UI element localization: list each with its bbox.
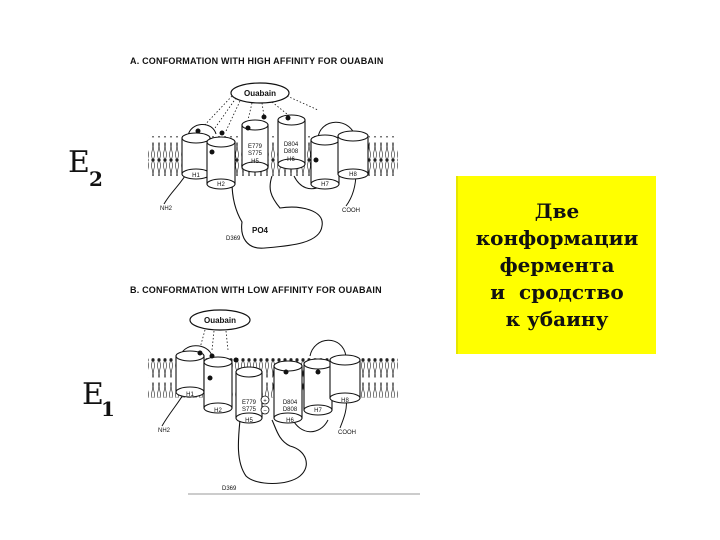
helix-h5 [241,119,269,173]
h6-residue-2: D808 [284,149,299,155]
loop-h7-h8 [309,339,347,357]
h5-residue-2: S775 [242,407,257,413]
c-terminus-label: COOH [338,430,356,436]
caption-line-2: конформации [475,225,639,250]
h5-residue-1: E779 [248,144,263,150]
caption-line-5: к убаину [505,306,609,331]
panel-b-title: B. CONFORMATION WITH LOW AFFINITY FOR OU… [130,285,382,295]
ouabain-label: Ouabain [204,316,236,325]
helix-h1 [175,350,205,398]
h8-label: H8 [341,398,349,404]
h6-residue-2: D808 [283,407,298,413]
panel-a-title: A. CONFORMATION WITH HIGH AFFINITY FOR O… [130,56,384,66]
helix-h6 [273,360,303,424]
caption-box: Две конформации фермента и сродство к уб… [456,176,656,354]
residue-dots [195,114,319,163]
h1-label: H1 [186,392,194,398]
h6-label: H6 [286,418,294,424]
h7-label: H7 [321,182,329,188]
h8-label: H8 [349,172,357,178]
state-label-e1: E [82,377,104,412]
helix-h5 [235,366,263,424]
caption-line-3: фермента [499,252,615,277]
helix-h8 [329,354,361,404]
h6-residue-1: D804 [284,142,299,148]
phosphate-label: PO4 [252,226,269,235]
h7-label: H7 [314,408,322,414]
h1-label: H1 [192,173,200,179]
helix-h7 [303,358,333,416]
n-terminus-label: NH2 [160,206,173,212]
n-terminus-label: NH2 [158,428,171,434]
residue-dots [197,350,321,381]
caption-line-4: и сродство [490,279,624,304]
svg-text:−: − [263,409,267,415]
state-label-e2-number: 2 [89,167,103,191]
h5-residue-1: E779 [242,400,257,406]
h6-residue-1: D804 [283,400,298,406]
state-label-e2: E [68,145,90,180]
charge-pair: + − [260,395,270,415]
state-label-e1-number: 1 [101,397,115,421]
helix-h7 [310,134,340,190]
asp-label: D369 [222,486,237,492]
h2-label: H2 [214,408,222,414]
ouabain-ligand [189,309,251,331]
cytoplasmic-loop [231,175,323,249]
asp-label: D369 [226,236,241,242]
cytoplasmic-loop [237,419,307,485]
panel-b: B. CONFORMATION WITH LOW AFFINITY FOR OU… [82,285,420,495]
h6-label: H6 [287,157,295,163]
svg-text:+: + [263,399,267,405]
h5-label: H5 [251,159,259,165]
panel-a: A. CONFORMATION WITH HIGH AFFINITY FOR O… [68,56,398,249]
helix-h6 [277,114,306,170]
h5-label: H5 [245,418,253,424]
ouabain-label: Ouabain [244,89,276,98]
caption-line-1: Две [534,198,580,223]
helix-h8 [337,130,369,180]
ouabain-ligand [230,82,290,104]
helix-h2 [203,356,233,414]
h2-label: H2 [217,182,225,188]
h5-residue-2: S775 [248,151,263,157]
c-terminus-label: COOH [342,208,360,214]
helix-h2 [206,136,236,190]
